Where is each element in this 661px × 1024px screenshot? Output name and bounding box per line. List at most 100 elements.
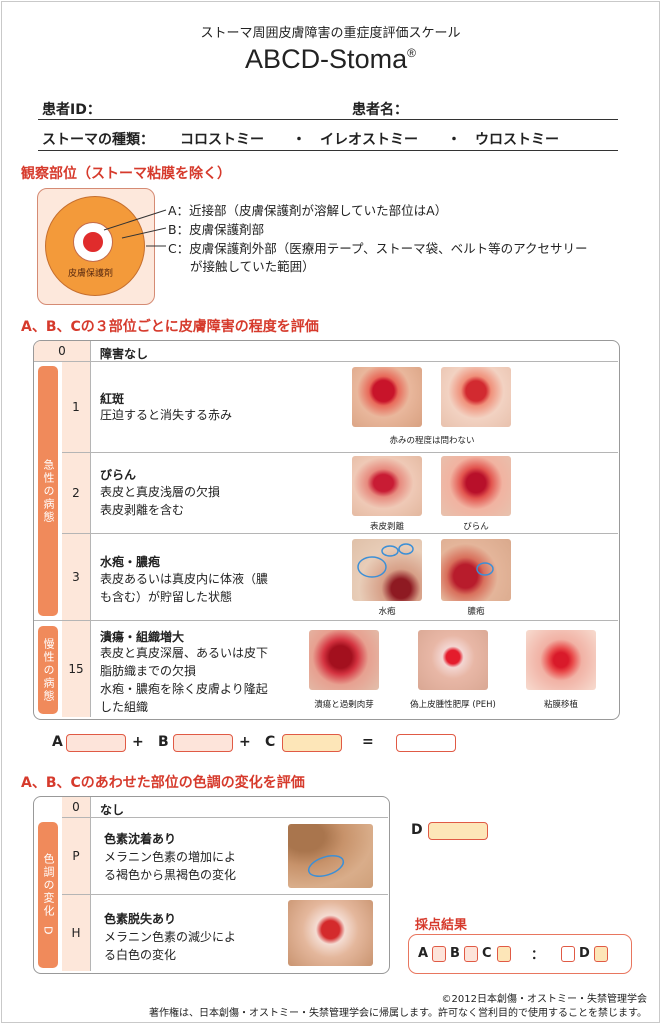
result-box	[408, 934, 632, 974]
color-category-band: 色調の変化 D	[38, 822, 58, 968]
caption-mucosal-transplant: 粘膜移植	[543, 700, 578, 710]
row-divider-2	[62, 533, 618, 534]
color-level-0-cell: 0	[62, 797, 90, 817]
result-heading: 採点結果	[415, 918, 468, 933]
d-score-box[interactable]	[428, 822, 488, 840]
result-a-label: A	[418, 946, 429, 961]
result-colon: ：	[531, 948, 545, 963]
color-level-h-desc-1: メラニン色素の減少によ	[104, 930, 237, 944]
level-2-cell: 2	[62, 453, 90, 533]
acute-category-band: 急性の病態	[38, 366, 58, 616]
score-equals: =	[362, 734, 374, 750]
photo-depigmentation	[288, 900, 373, 966]
score-plus-2: +	[239, 734, 251, 750]
stoma-type-sep-1: ・	[292, 132, 306, 148]
color-band-letter: D	[41, 926, 55, 937]
score-c-label: C	[265, 734, 276, 750]
caption-ulcer: 潰瘍と過剰肉芽	[314, 700, 374, 710]
result-total-box[interactable]	[561, 946, 575, 962]
level-3-cell: 3	[62, 534, 90, 620]
title-text: ABCD-Stoma	[245, 44, 408, 74]
color-level-p-title: 色素沈着あり	[104, 832, 177, 846]
chronic-category-band: 慢性の病態	[38, 626, 58, 714]
level-0-cell: 0	[34, 341, 90, 361]
stoma-type-colostomy: コロストミー	[180, 132, 264, 148]
row-divider-0	[34, 361, 618, 362]
color-level-p-desc-2: る褐色から黒褐色の変化	[104, 868, 237, 882]
patient-line-1	[38, 119, 618, 120]
photo-erosion	[441, 456, 511, 516]
color-divider-0	[62, 817, 388, 818]
leader-b	[121, 227, 167, 239]
patient-id-label: 患者ID：	[42, 102, 101, 118]
copyright: ©2012日本創傷・オストミー・失禁管理学会	[441, 994, 647, 1005]
level-15-desc-1: 表皮と真皮深層、あるいは皮下	[100, 646, 269, 660]
copyright-notice: 著作権は、日本創傷・オストミー・失禁管理学会に帰属します。許可なく営利目的で使用…	[149, 1008, 647, 1019]
color-level-p-desc-1: メラニン色素の増加によ	[104, 850, 237, 864]
photo-stripping	[352, 456, 422, 516]
level-1-title: 紅斑	[100, 392, 125, 406]
result-d-box[interactable]	[594, 946, 608, 962]
color-level-0-title: なし	[100, 803, 125, 817]
registered-mark: ®	[407, 46, 416, 60]
site-a-text: A：近接部（皮膚保護剤が溶解していた部位はA）	[168, 203, 448, 218]
site-b-text: B：皮膚保護剤部	[168, 222, 265, 237]
photo-peh	[418, 630, 488, 690]
stoma-type-label: ストーマの種類：	[42, 132, 154, 148]
blister-markers	[357, 543, 414, 578]
result-b-box[interactable]	[464, 946, 478, 962]
score-a-label: A	[52, 734, 63, 750]
color-level-p-cell: P	[62, 818, 90, 894]
score-total-box[interactable]	[396, 734, 456, 752]
level-15-desc-3: 水疱・膿疱を除く皮膚より隆起	[100, 682, 268, 696]
level-3-desc-2: も含む）が貯留した状態	[100, 590, 233, 604]
level-2-title: びらん	[100, 468, 137, 482]
result-c-label: C	[482, 946, 492, 961]
result-a-box[interactable]	[432, 946, 446, 962]
score-a-box[interactable]	[66, 734, 126, 752]
level-0-title: 障害なし	[100, 347, 149, 361]
caption-erythema: 赤みの程度は問わない	[389, 436, 475, 446]
severity-heading: A、B、Cの３部位ごとに皮膚障害の程度を評価	[21, 319, 319, 335]
caption-pustule: 膿疱	[467, 607, 485, 617]
stoma-type-sep-2: ・	[447, 132, 461, 148]
level-15-cell: 15	[62, 621, 90, 717]
blister-marker-2	[381, 545, 399, 557]
level-2-desc-2: 表皮剥離を含む	[100, 503, 185, 517]
score-plus-1: +	[132, 734, 144, 750]
pustule-marker	[476, 562, 494, 576]
caption-blister: 水疱	[378, 607, 396, 617]
level-15-desc-2: 脂肪織までの欠損	[100, 664, 197, 678]
pustule-markers	[476, 562, 494, 576]
site-diagram-stoma	[81, 230, 105, 254]
level-15-desc-4: した組織	[100, 700, 149, 714]
patient-name-label: 患者名：	[352, 102, 408, 118]
photo-hyperpigmentation	[288, 824, 373, 888]
color-divider-1	[62, 894, 388, 895]
scale-title: ABCD-Stoma®	[0, 44, 661, 75]
level-15-title: 潰瘍・組織増大	[100, 630, 185, 644]
blister-marker-1	[357, 556, 387, 578]
photo-erythema-1	[352, 367, 422, 427]
result-b-label: B	[450, 946, 460, 961]
score-b-label: B	[158, 734, 169, 750]
caption-peh: 偽上皮腫性肥厚 (PEH)	[410, 700, 496, 710]
score-b-box[interactable]	[173, 734, 233, 752]
site-diagram-label: 皮膚保護剤	[68, 269, 114, 279]
photo-ulcer	[309, 630, 379, 690]
color-band-label: 色調の変化	[42, 853, 55, 919]
level-2-desc-1: 表皮と真皮浅層の欠損	[100, 485, 221, 499]
hyperpigmentation-marker	[307, 855, 345, 877]
score-c-box[interactable]	[282, 734, 342, 752]
color-level-h-title: 色素脱失あり	[104, 912, 177, 926]
level-1-cell: 1	[62, 362, 90, 452]
level-3-desc-1: 表皮あるいは真皮内に体液（膿	[100, 572, 269, 586]
color-level-h-desc-2: る白色の変化	[104, 948, 177, 962]
blister-marker-3	[398, 543, 414, 555]
result-c-box[interactable]	[497, 946, 511, 962]
site-c-text: C：皮膚保護剤外部（医療用テープ、ストーマ袋、ベルト等のアクセサリー	[168, 241, 588, 256]
leader-a	[103, 209, 167, 231]
color-heading: A、B、Cのあわせた部位の色調の変化を評価	[21, 775, 305, 791]
level-1-desc: 圧迫すると消失する赤み	[100, 408, 233, 422]
